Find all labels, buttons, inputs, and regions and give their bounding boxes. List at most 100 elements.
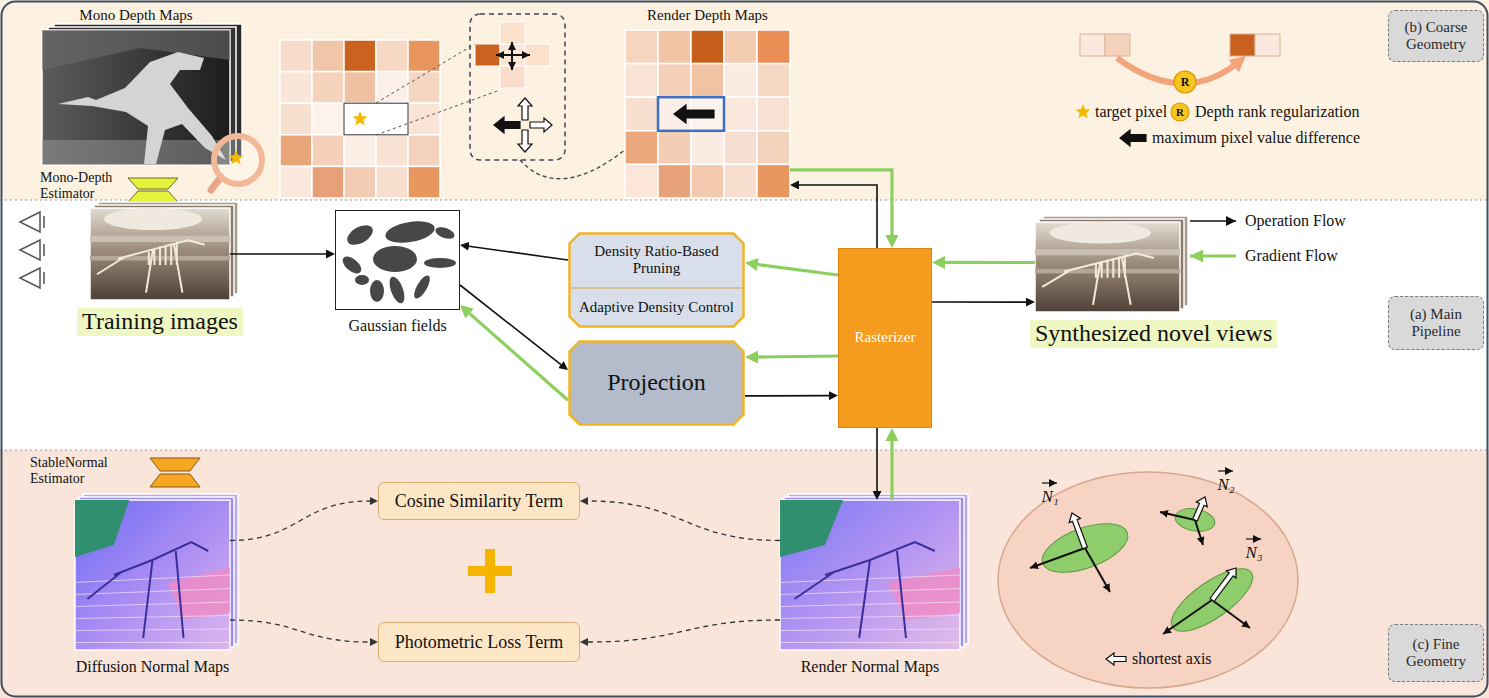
pixel-grid (312, 103, 344, 135)
loss-link (230, 620, 370, 642)
ellipsoid-illustration (1085, 548, 1110, 592)
octagon-outline (570, 342, 744, 425)
panel-caption: Render Depth Maps (647, 7, 768, 24)
render-depth-grid (658, 64, 691, 98)
pixel-grid (376, 103, 408, 135)
panel-caption: Render Normal Maps (801, 658, 940, 676)
neighbour-detail (511, 55, 513, 70)
step-box: Adaptive Density Control (568, 288, 745, 328)
render-depth-grid (724, 30, 757, 64)
gradient-arrow (758, 264, 838, 275)
depth-map-image (42, 30, 230, 165)
camera-icon (20, 240, 40, 260)
legend-label: Gradient Flow (1245, 247, 1338, 265)
density-group-outline (570, 234, 744, 327)
normal-map-panel: Render Normal Maps (780, 500, 960, 650)
normal-map-stack (75, 494, 238, 650)
neighbour-detail (511, 42, 513, 55)
pixel-grid (376, 166, 408, 198)
depth-map-image (42, 24, 242, 165)
pixel-grid (280, 103, 312, 135)
pixel-grid (408, 135, 440, 167)
legend-entry: maximum pixel value difference (1152, 129, 1360, 147)
legend-sample (1075, 104, 1090, 118)
gaussian-ellipses (355, 275, 369, 285)
render-depth-grid (674, 105, 714, 123)
loss-link (588, 620, 780, 642)
gaussian-ellipses (335, 210, 460, 310)
camera-icon (43, 244, 45, 256)
pixel-grid (352, 111, 367, 125)
estimator-icon (150, 458, 200, 471)
render-depth-grid (658, 164, 691, 198)
box-label: (b) Coarse Geometry (1397, 19, 1475, 54)
band-background (0, 0, 1489, 200)
plus-symbol (468, 549, 512, 593)
photo-stack (1050, 222, 1152, 244)
render-depth-grid (625, 97, 658, 131)
gaussian-ellipses (424, 258, 456, 268)
render-depth-grid (757, 30, 790, 64)
camera-icon (43, 272, 45, 284)
pixel-grid (376, 72, 408, 104)
legend-label: Depth rank regularization (1195, 103, 1359, 121)
depth-map-image (58, 52, 226, 164)
gaussian-ellipses (370, 280, 384, 302)
neighbour-detail (530, 118, 552, 132)
rank-illustration (1174, 71, 1196, 93)
rank-symbol: R (1176, 107, 1184, 118)
box-label: Photometric Loss Term (395, 632, 563, 653)
render-depth-grid (658, 97, 724, 131)
render-depth-grid (757, 164, 790, 198)
estimator-label: StableNormal Estimator (30, 455, 140, 487)
legend-entry: Depth rank regularization (1195, 103, 1359, 121)
photo-stack (90, 236, 230, 242)
pixel-grid (344, 103, 376, 135)
legend-entry: Operation Flow (1245, 212, 1346, 230)
operation-arrow (932, 301, 1026, 303)
pixel-grid (280, 40, 312, 72)
pixel-grid (280, 72, 312, 104)
loss-term-box: Cosine Similarity Term (378, 482, 580, 520)
estimator-icon (128, 191, 178, 202)
ellipsoid-illustration (1207, 564, 1241, 603)
legend-sample (1190, 220, 1236, 222)
pixel-grid (376, 40, 408, 72)
rank-symbol: R (1181, 76, 1190, 88)
render-depth-grid (691, 64, 724, 98)
render-depth-grid (658, 30, 691, 64)
render-depth-grid (724, 97, 757, 131)
operation-arrow (745, 395, 829, 397)
plus-symbol (485, 549, 495, 593)
gaussian-ellipses (335, 210, 460, 310)
pixel-grid (376, 135, 408, 167)
render-depth-grid (625, 64, 658, 98)
ellipsoid-illustration (1160, 512, 1195, 520)
section-tag: (b) Coarse Geometry (1388, 10, 1484, 62)
ellipsoid-illustration (1030, 548, 1085, 568)
render-depth-grid (757, 97, 790, 131)
pixel-grid (344, 135, 376, 167)
ellipsoid-illustration (1246, 538, 1261, 539)
step-box: Projection (568, 340, 745, 426)
gaussian-ellipses (387, 275, 408, 305)
photo-stack (1042, 254, 1154, 305)
neighbour-detail (518, 98, 532, 120)
panel-caption: Training images (77, 308, 243, 336)
normal-vector-label: N₂ (1217, 476, 1234, 493)
loss-link (588, 501, 780, 541)
normal-map-stack (794, 542, 934, 638)
ellipsoid-illustration (998, 472, 1298, 688)
image-panel: Synthesized novel views (1035, 222, 1180, 312)
magnifier-icon (228, 150, 243, 164)
camera-icon (20, 212, 40, 232)
loss-link (230, 501, 370, 541)
pixel-grid (280, 40, 500, 198)
legend-label: maximum pixel value difference (1152, 129, 1360, 147)
render-depth-grid (757, 131, 790, 165)
rasterizer-block: Rasterizer (838, 248, 932, 428)
axis-note: shortest axis (1132, 650, 1212, 668)
panel-caption: Mono Depth Maps (79, 7, 192, 24)
